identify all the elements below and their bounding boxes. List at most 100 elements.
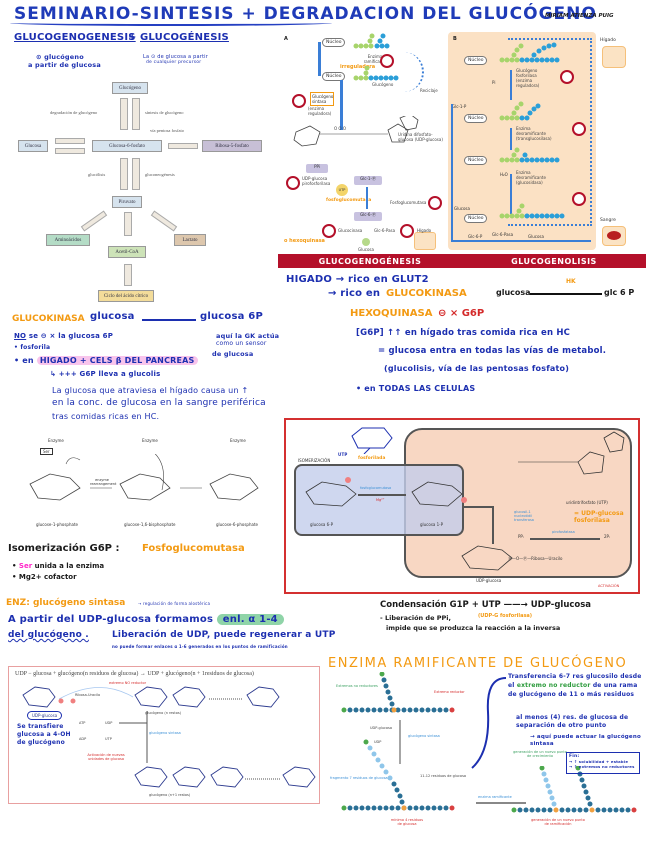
hexokinase-heading: HEXOQUINASA — [350, 308, 433, 319]
svg-text:O O O: O O O — [334, 126, 346, 131]
plus-sign: + — [128, 32, 137, 43]
hk-reaction-arrow — [530, 293, 602, 295]
enzyme-label-1: Enzyme — [48, 438, 64, 443]
mutase-mechanism-figure: Enzyme Ser Enzyme Enzyme enzyme rearrang… — [20, 434, 260, 530]
node-lactate: Lactato — [174, 234, 206, 246]
branching-diagram: Extremos no reductores Extremo reductor … — [330, 671, 470, 836]
udp-label: UDP — [105, 721, 113, 725]
synthase-heading: ENZ: glucógeno sintasa — [6, 598, 126, 608]
purpose-box-item-1: → ↑ solubilidad + estable — [569, 759, 629, 764]
phospho-note: fosfoglucomutasa — [326, 198, 372, 203]
note-glucose-from: La ⊙ de glucosa a partir — [143, 54, 209, 60]
nucleus-2: Núcleo — [464, 114, 488, 123]
label-gluconeogenesis: gluconeogénesis — [145, 172, 175, 177]
left-path-line — [451, 104, 453, 242]
udp-glucose-circled: UDP-glucosa — [27, 711, 63, 720]
arrow-up-udp — [340, 80, 343, 130]
activation-figure: ISOMERIZACIÓN UTP fosforilada glucosa 6-… — [284, 418, 640, 594]
min-4-label: mínimo 4 residuos de glucosa — [390, 818, 424, 826]
g1p-label: glucosa 1-P — [420, 522, 444, 527]
enzyme-icon-synthase — [292, 94, 306, 108]
gk-side-note-1: aquí la GK actúa — [216, 332, 280, 340]
glycogen-chain-4 — [499, 203, 565, 219]
synthase-line1: A partir del UDP-glucosa formamos enl. α… — [8, 614, 284, 625]
synthase-label-3: glucógeno sintasa — [408, 734, 440, 738]
ser-box: Ser — [40, 448, 53, 455]
glycogen-n-label: glucógeno (n restos) — [145, 711, 182, 715]
arrow-down-acetyl — [124, 212, 132, 236]
nucleus-top: Núcleo — [322, 38, 346, 47]
utp-label: UTP — [105, 737, 112, 741]
g1p-structure — [411, 481, 467, 507]
glycogen-chain-top — [353, 33, 390, 49]
purpose-box-item-2: → ↑ extremos no reductores — [569, 764, 635, 769]
branching-note-2: al menos (4) res. de glucosa de separaci… — [516, 714, 629, 729]
node-acetyl-coa: Acetil-CoA — [108, 246, 146, 258]
glycogen-label: Glucógeno — [372, 82, 394, 87]
condensation-enzyme: (UDP-G fosforilasa) — [478, 613, 533, 619]
note-glucogeno: ⊙ glucógeno — [36, 53, 84, 61]
g6p-structure — [305, 477, 357, 507]
udp-glucose-label-2: UDP-glucosa — [476, 578, 502, 583]
label-glycogen-degradation: degradación de glucógeno — [50, 110, 98, 115]
branch-point-label: generación de un nuevo punto de ramifica… — [531, 818, 585, 826]
branching-note-1-text: Transferencia 6-7 res glucosilo desde el — [508, 673, 642, 689]
branching-note-bracket — [471, 677, 507, 769]
synthase-enzyme-label: glucógeno sintasa — [149, 731, 181, 735]
label-glycogen-synthesis: síntesis de glucógeno — [145, 110, 184, 115]
activation-label: ACTIVACIÓN — [598, 584, 620, 588]
gk-para2: en la conc. de glucosa en la sangre peri… — [52, 398, 266, 408]
enzyme-label-2: Enzyme — [142, 438, 158, 443]
isomerization-heading: Isomerización G6P : — [8, 543, 120, 554]
hexokinase-line3: (glucolisis, vía de las pentosas fosfato… — [384, 364, 570, 373]
arrow-g1p-right — [464, 506, 494, 508]
note-any-precursor: de cualquier precursor — [146, 60, 202, 65]
gk-para3: tras comidas ricas en HC. — [52, 412, 160, 421]
mol3-label: glucose-6-phosphate — [216, 522, 258, 527]
pi-label: Pi — [492, 80, 496, 85]
utp-sun: UTP — [336, 184, 348, 196]
arrow-down-udp — [492, 506, 494, 544]
ser-rest: unida a la enzima — [34, 562, 105, 570]
reducing-end-label: Extremo reductor — [434, 690, 465, 694]
mg-label: Mg²⁺ — [376, 498, 385, 502]
growth-point-label: generación de un nuevo punto de crecimie… — [513, 750, 567, 758]
figure-a-label: A — [284, 36, 288, 42]
handwritten-transfer-3: de glucógeno — [17, 739, 65, 746]
utp-hand-label: UTP — [338, 452, 348, 457]
phosphorylated-note: fosforilada — [358, 456, 386, 461]
ribose-uracil-label: Ribosa-Uracilo — [75, 693, 101, 697]
synthase-line1-prefix: A partir del UDP-glucosa formamos — [8, 614, 214, 625]
branching-enzyme-label: Enzima ramificante — [363, 54, 387, 64]
enzyme-icon-mutase — [428, 196, 442, 210]
arrow-left-glucose — [55, 148, 85, 154]
gk-reaction-to: glucosa 6P — [200, 311, 263, 322]
two-pi-label: 2Pᵢ — [604, 534, 610, 539]
nucleus-mid: Núcleo — [322, 72, 346, 81]
enzyme-icon-pyro — [286, 176, 300, 190]
glycogen-chain-1 — [499, 42, 560, 63]
regulatory-label: (enzima reguladora) — [308, 106, 332, 116]
gk-bullet3-highlight: HIGADO + CELS β DEL PANCREAS — [36, 356, 198, 365]
g6p-label: glucosa 6-P — [310, 522, 334, 527]
gk-bullet2: • fosforila — [14, 344, 51, 351]
enzyme-label-3: Enzyme — [230, 438, 246, 443]
branching-note: irreguladora — [340, 64, 376, 70]
glucokinase-heading: GLUCOKINASA — [12, 314, 85, 324]
udp-label-3: UDP — [374, 740, 382, 744]
glycogen-chain-mid — [353, 66, 399, 81]
isomerization-bullet1: • Ser unida a la enzima — [12, 562, 105, 570]
gk-sub-note: ↳ +++ G6P lleva a glucolis — [50, 370, 161, 378]
synthase-equation: UDP − glucosa + glucógeno(n residuos de … — [15, 671, 254, 677]
gk-reaction-arrow — [142, 319, 196, 321]
synthase-line3-note: no puede formar enlaces α 1-6 generados … — [112, 644, 288, 649]
utp-structure — [518, 431, 625, 475]
handwritten-glucose-ring — [351, 427, 393, 454]
purpose-box-title: Fin: — [569, 754, 580, 759]
liver-note-glucokinase: GLUCOKINASA — [386, 288, 467, 299]
branching-note-1: Transferencia 6-7 res glucosilo desde el… — [508, 672, 644, 699]
synthase-heading-note: → regulación de forma alostérica — [138, 601, 211, 606]
non-reducing-label: extremo NO reductor — [109, 681, 147, 685]
glycogen-n1-label: glucógeno (n+1 restos) — [149, 793, 191, 797]
branching-enzyme-arrow — [476, 802, 526, 804]
